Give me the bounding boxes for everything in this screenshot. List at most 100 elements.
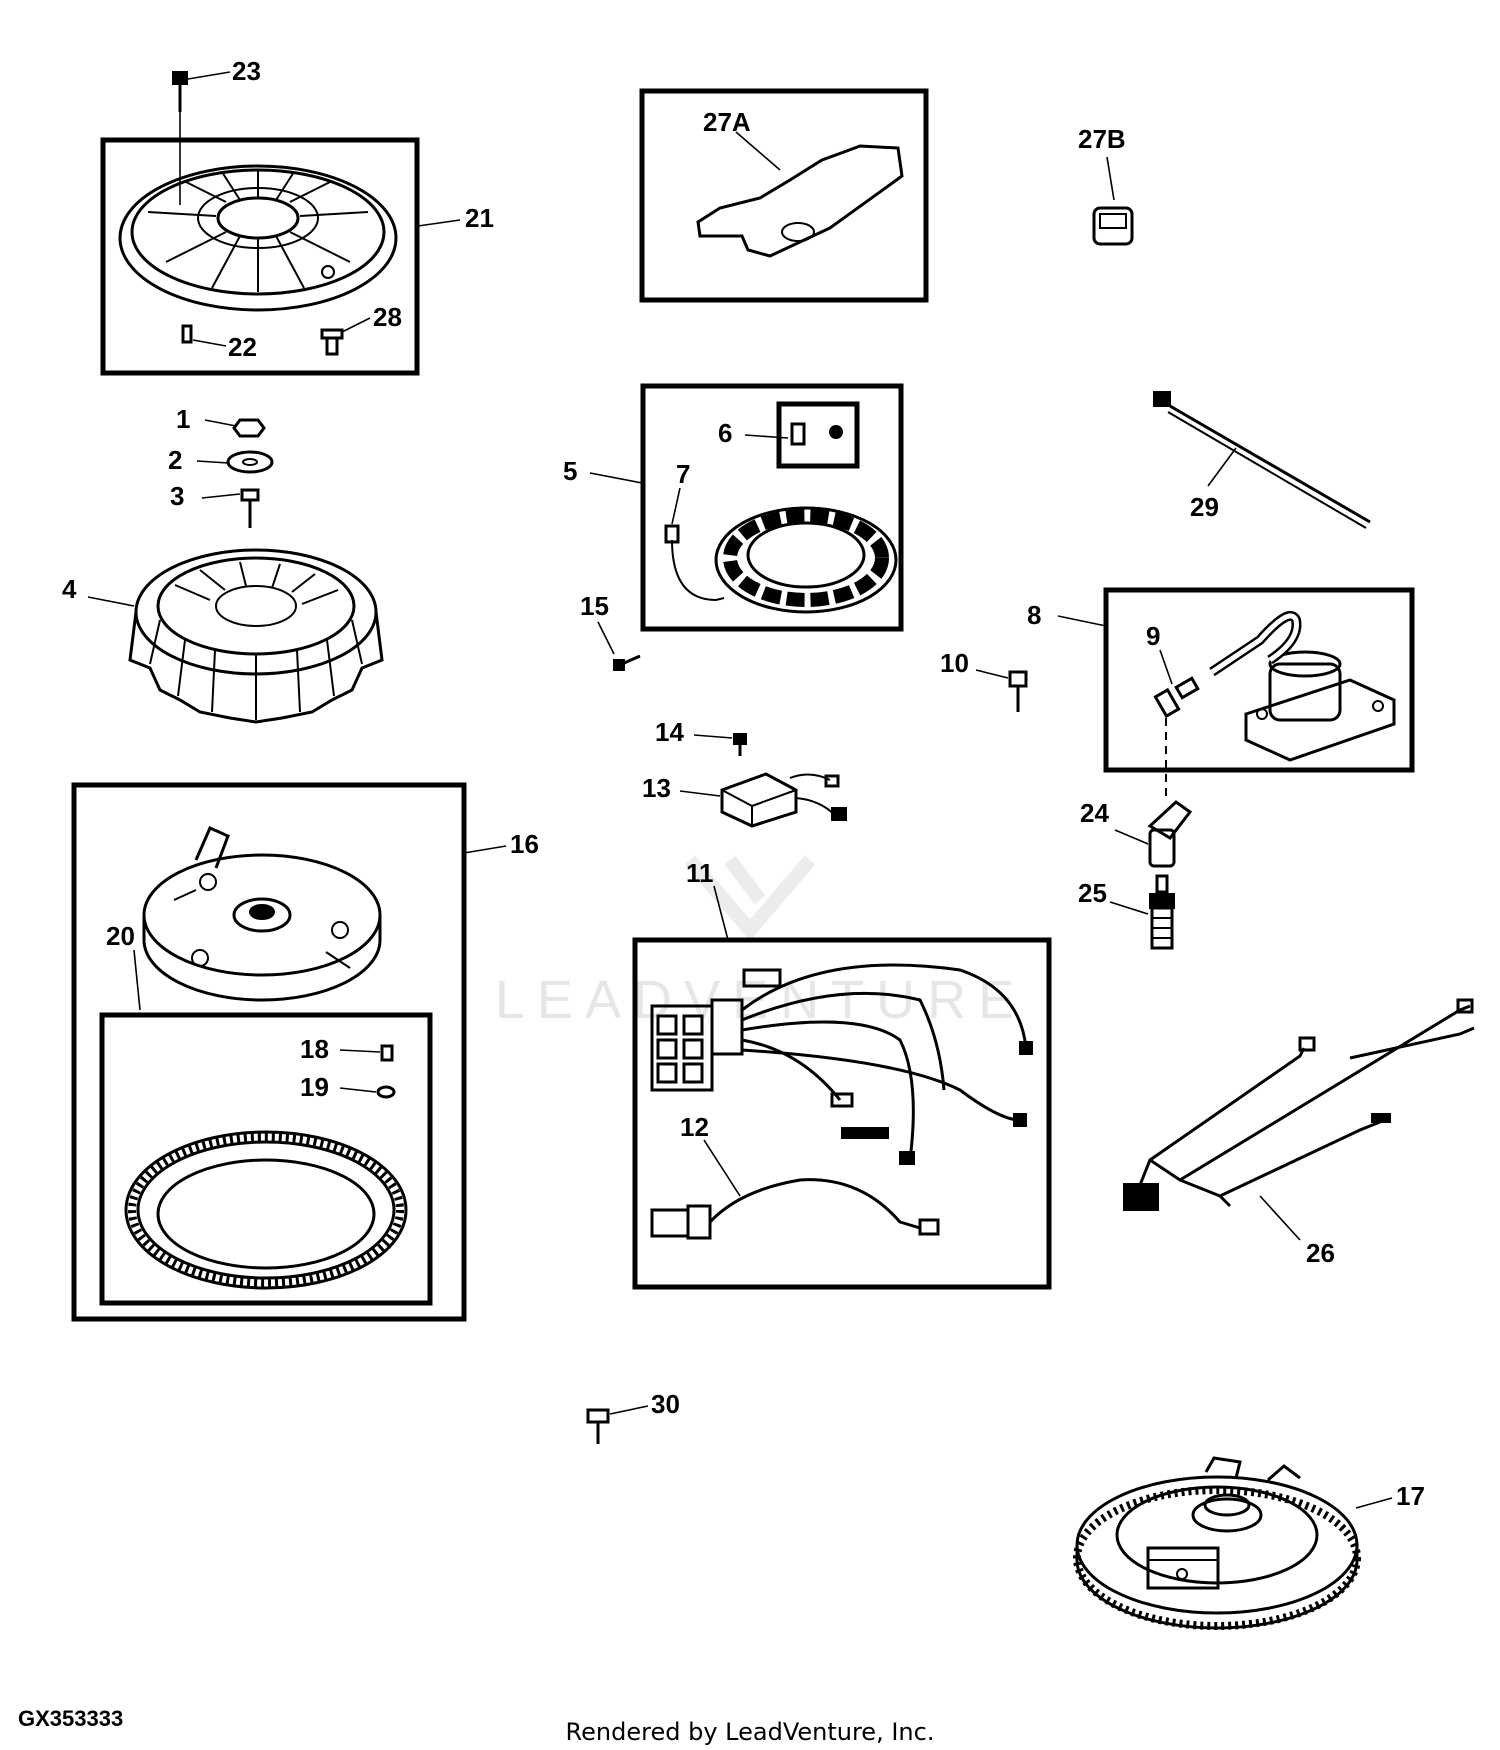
leader-21 [417, 219, 461, 227]
callout-18: 18 [300, 1034, 329, 1064]
screw-18-drawing [380, 1044, 394, 1062]
leader-6 [744, 434, 789, 439]
screws-6-drawing [790, 422, 843, 446]
leader-13 [679, 790, 721, 797]
callout-11: 11 [686, 858, 714, 888]
leader-18 [339, 1049, 381, 1053]
tie-strap-29-drawing [1153, 391, 1371, 529]
leader-11 [713, 885, 729, 941]
spark-plug-25-drawing [1149, 874, 1175, 950]
leader-7 [671, 487, 681, 525]
leader-25 [1109, 901, 1149, 915]
stator-5-drawing [664, 506, 898, 614]
callout-21: 21 [465, 203, 494, 233]
callout-25: 25 [1078, 878, 1107, 908]
callout-9: 9 [1146, 621, 1160, 651]
leader-2 [196, 460, 229, 464]
callout-19: 19 [300, 1072, 329, 1102]
ground-harness-26-drawing [1123, 998, 1475, 1211]
leader-24 [1114, 829, 1149, 845]
leader-1 [204, 419, 237, 427]
leader-23 [187, 71, 231, 80]
shield-hole [781, 222, 815, 242]
washer-hole [242, 458, 258, 466]
callout-14: 14 [655, 717, 684, 747]
leader-16 [463, 845, 507, 854]
callout-15: 15 [580, 591, 609, 621]
leader-17 [1355, 1497, 1393, 1509]
bolt-3-drawing [240, 488, 260, 528]
callout-2: 2 [168, 445, 182, 475]
callout-30: 30 [651, 1389, 680, 1419]
wire-lead-12-drawing [650, 1178, 940, 1240]
washer-2-drawing [226, 450, 274, 474]
box-5 [640, 383, 904, 632]
callout-10: 10 [940, 648, 969, 678]
box-8 [1103, 587, 1415, 773]
box-21 [100, 137, 420, 376]
blower-housing-drawing [118, 164, 398, 312]
nut-1-drawing [232, 418, 266, 438]
screw-10-drawing [1008, 670, 1028, 712]
leader-14 [693, 734, 733, 739]
callout-16: 16 [510, 829, 539, 859]
callout-17: 17 [1396, 1481, 1425, 1511]
ignition-module-8-drawing [1209, 611, 1396, 762]
leader-30 [609, 1405, 649, 1415]
callout-29: 29 [1190, 492, 1219, 522]
clip-27b-drawing [1092, 206, 1134, 246]
box-11 [632, 937, 1052, 1290]
shield-27a-drawing [696, 144, 904, 258]
leader-10 [975, 669, 1009, 679]
leader-20 [133, 949, 141, 1011]
ring-gear-20-drawing [124, 1130, 408, 1290]
leader-15 [597, 621, 615, 655]
box-16 [71, 782, 467, 1322]
callout-20: 20 [106, 921, 135, 951]
figure-id: GX353333 [18, 1706, 124, 1731]
callout-4: 4 [62, 574, 77, 604]
watermark-logo [684, 855, 816, 941]
leader-19 [339, 1087, 377, 1093]
render-credit: Rendered by LeadVenture, Inc. [565, 1718, 935, 1746]
callout-23: 23 [232, 56, 261, 86]
screw-15-drawing [613, 654, 641, 671]
nut-19-drawing [376, 1085, 396, 1099]
flywheel-17-drawing [1073, 1456, 1361, 1630]
regulator-13-drawing [720, 772, 847, 828]
callout-28: 28 [373, 302, 402, 332]
callout-24: 24 [1080, 798, 1109, 828]
leader-5 [589, 472, 643, 484]
leader-27b [1106, 156, 1115, 201]
callout-7: 7 [676, 459, 690, 489]
callout-5: 5 [563, 456, 577, 486]
box-6 [776, 401, 860, 469]
leader-9 [1159, 649, 1173, 685]
callout-12: 12 [680, 1112, 709, 1142]
pin-22-drawing [181, 324, 193, 344]
fan-4-drawing [128, 548, 384, 724]
bolt-23-drawing [172, 71, 188, 112]
leader-28 [341, 317, 371, 333]
screw-30-drawing [586, 1408, 610, 1444]
screw-14-drawing [733, 733, 747, 756]
leader-27a [735, 131, 781, 171]
terminal-9-drawing [1153, 676, 1200, 719]
leader-8 [1057, 615, 1107, 627]
callout-22: 22 [228, 332, 257, 362]
watermark-text: LEADVENTURE [495, 970, 1026, 1030]
leader-22 [192, 339, 227, 347]
callout-27a: 27A [703, 107, 751, 137]
box-27a [639, 88, 929, 303]
callout-1: 1 [176, 404, 190, 434]
leader-3 [201, 493, 241, 499]
callout-3: 3 [170, 481, 184, 511]
leader-4 [87, 596, 135, 607]
box-20 [99, 1012, 433, 1306]
wiring-harness-11-drawing [650, 963, 1033, 1165]
leader-12 [703, 1139, 741, 1197]
leader-29 [1207, 447, 1237, 487]
leader-26 [1259, 1195, 1301, 1241]
callout-27b: 27B [1078, 124, 1126, 154]
